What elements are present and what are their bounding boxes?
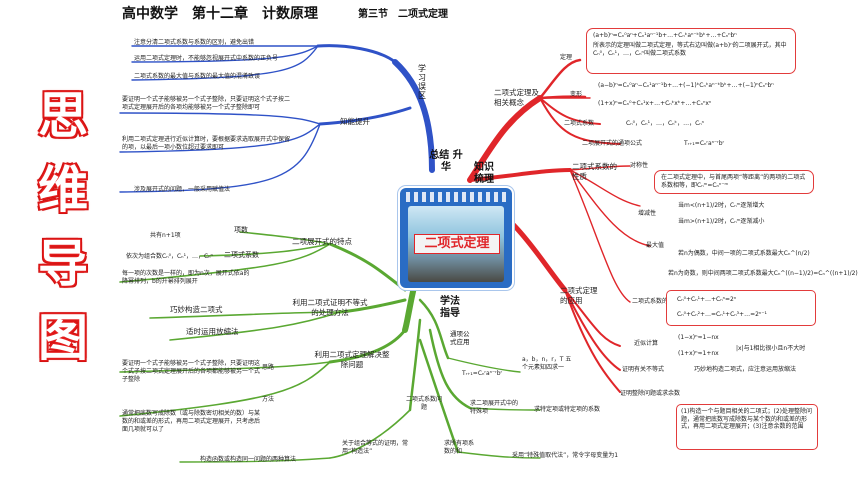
page-title: 高中数学 第十二章 计数原理: [122, 6, 318, 22]
var-formula-1: (a−b)ⁿ=Cₙ⁰aⁿ−Cₙ¹aⁿ⁻¹b+…+(−1)ᵏCₙᵏaⁿ⁻ᵏbᵏ+……: [598, 82, 774, 89]
label-way: 方法: [262, 396, 275, 403]
label-div: 证明有关不等式: [622, 366, 665, 373]
var-formula-2: (1+x)ⁿ=Cₙ⁰+Cₙ¹x+…+Cₙᵏxᵏ+…+Cₙⁿxⁿ: [598, 100, 712, 107]
ineq-1: 巧妙构造二项式: [170, 305, 223, 314]
approx-cond: |x|与1相比很小且n不大时: [736, 345, 806, 352]
topic-def: 二项式定理及相关概念: [494, 88, 539, 107]
mono-2: 当m>(n+1)/2时，Cₙᵐ逐渐减小: [678, 218, 765, 225]
max-odd: 若n为奇数，则中间两项二项式系数最大Cₙ^((n−1)/2)=Cₙ^((n+1)…: [668, 270, 858, 277]
label-misunderstand: 学习误区: [418, 64, 426, 100]
five-text: a，b，n，r，T 五个元素知四求一: [522, 356, 572, 371]
rem-list: (1)构造一个与题目相关的二项式；(2)处理整除问题，通常把底数写成除数与某个数…: [681, 408, 812, 431]
idea-text: 要证明一个式子能够被另一个式子整除，只要证明这个式子按二项式定理展开后的各项都能…: [122, 360, 261, 383]
topic-prop: 二项式系数的性质: [572, 162, 617, 181]
terms-text: 共有n+1项: [150, 232, 181, 239]
card-label: 二项式定理: [414, 234, 500, 254]
blue-to-misunderstand: [316, 44, 397, 64]
max-even: 若n为偶数，中间一项的二项式系数最大Cₙ^(n/2): [678, 250, 810, 257]
label-max: 最大值: [646, 242, 665, 249]
order-text: 每一项的次数是一样的，即为n次，展开式依a的降幂排列，b的升幂排列展开: [122, 270, 250, 285]
label-special: 求二项展开式中的特殊项: [470, 400, 519, 415]
label-sum: 二项式系数的和: [632, 298, 675, 305]
label-idea: 思路: [262, 364, 275, 371]
label-approx: 近似计算: [634, 340, 659, 347]
blue-to-improve: [318, 106, 412, 126]
label-coef-method: 二项式系数: [224, 251, 259, 259]
sym-text: 在二项式定理中，与首尾两项“等距离”的两项的二项式系数相等，即Cₙᵐ=Cₙⁿ⁻ᵐ: [661, 174, 806, 189]
sum-box: Cₙ⁰+Cₙ¹+…+Cₙⁿ=2ⁿ Cₙ⁰+Cₙ²+…=Cₙ¹+Cₙ³+…=2ⁿ⁻…: [666, 290, 816, 326]
label-comb: 关于组合等式的证明，常用“构造法”: [342, 440, 409, 455]
topic-div: 利用二项式定理解决整除问题: [314, 350, 390, 369]
label-terms: 项数: [234, 226, 248, 234]
red-trunk: [467, 95, 543, 183]
label-rem: 证明整除问题或求余数: [620, 390, 681, 397]
sum-1: Cₙ⁰+Cₙ¹+…+Cₙⁿ=2ⁿ: [677, 296, 737, 303]
label-improve: 知能提升: [340, 117, 370, 126]
section-title: 第三节 二项式定理: [358, 9, 448, 20]
label-mono: 增减性: [638, 210, 657, 217]
note-misunderstand-2: 运用二项式定理时，不能够忽视展开式中系数的正负号: [134, 55, 279, 62]
note-improve-3: 涉及展开式的问题，一般采用赋值法: [134, 186, 231, 193]
label-general: 二项展开式的通项公式: [582, 140, 643, 147]
topic-app: 二项式定理的应用: [560, 286, 598, 305]
sum-2: Cₙ⁰+Cₙ²+…=Cₙ¹+Cₙ³+…=2ⁿ⁻¹: [677, 311, 767, 318]
label-general-app: 通项公式应用: [450, 330, 470, 346]
coef-value: Cₙ⁰，Cₙ¹，…，Cₙᵏ，…，Cₙⁿ: [626, 120, 705, 127]
center-card: 二项式定理: [400, 188, 512, 288]
label-coef: 二项式系数: [564, 120, 595, 127]
sym-box: 在二项式定理中，与首尾两项“等距离”的两项的二项式系数相等，即Cₙᵐ=Cₙⁿ⁻ᵐ: [654, 170, 814, 194]
method-branches: [119, 231, 541, 463]
special-text: 求特定项或特定项的系数: [534, 406, 601, 413]
summary-branches: [119, 44, 435, 193]
label-var: 变形: [570, 91, 583, 98]
label-sum-question: 求所有项系数的和: [444, 440, 475, 455]
rem-box: (1)构造一个与题目相关的二项式；(2)处理整除问题，通常把底数写成除数与某个数…: [676, 404, 818, 450]
hub-method: 学法 指导: [440, 296, 460, 319]
label-def: 定理: [560, 54, 573, 61]
side-title-char-2: 维: [38, 160, 88, 219]
topic-ineq: 利用二项式证明不等式的处理方法: [292, 298, 368, 317]
note-improve-2: 利用二项式定理进行近似计算时，要根据要求选取展开式中保留的项，以最后一项小数位超…: [122, 136, 291, 151]
hub-knowledge: 知识 梳理: [474, 162, 494, 185]
def-formula: (a+b)ⁿ=Cₙ⁰aⁿ+Cₙ¹aⁿ⁻¹b+…+Cₙᵏaⁿ⁻ᵏbᵏ+…+Cₙⁿb…: [593, 32, 737, 39]
blue-trunk: [392, 59, 435, 173]
approx-2: (1+x)ⁿ≈1+nx: [678, 350, 719, 357]
label-sym: 对称性: [630, 162, 649, 169]
ineq-2: 适时运用放缩法: [186, 327, 239, 336]
mono-1: 当m<(n+1)/2时，Cₙᵐ逐渐增大: [678, 202, 765, 209]
def-desc: 所表示的定理叫做二项式定理，等式右边叫做(a+b)ⁿ的二项展开式，其中Cₙ⁰，C…: [593, 42, 787, 57]
note-improve-1: 要证明一个式子能够被另一个式子整除，只要证明这个式子按二项式定理展开后的各项均能…: [122, 96, 291, 111]
way-text: 通常把底数写成除数（或与除数密切相关的数）与某数的和或差的形式，再用二项式定理展…: [122, 410, 261, 433]
side-title-char-4: 图: [38, 308, 88, 367]
comb-text: 构造函数或构造同一问题的两种算法: [200, 456, 297, 463]
side-title-char-3: 导: [38, 234, 88, 293]
note-misunderstand-1: 注意分清二项式系数与系数的区别，避免出错: [134, 39, 255, 46]
div-text: 巧妙地构造二项式，应注意运用放缩法: [694, 366, 797, 373]
def-box: (a+b)ⁿ=Cₙ⁰aⁿ+Cₙ¹aⁿ⁻¹b+…+Cₙᵏaⁿ⁻ᵏbᵏ+…+Cₙⁿb…: [586, 28, 796, 74]
label-coef-problem: 二项式系数问题: [405, 396, 442, 411]
sum-question-text: 采用“特殊值取代法”，常令字母变量为1: [512, 452, 619, 459]
coef-text: 依次为组合数Cₙ⁰，Cₙ¹，…，Cₙⁿ: [126, 253, 213, 260]
hub-summary: 总结 升华: [429, 150, 463, 173]
card-rings: [406, 192, 506, 202]
note-misunderstand-3: 二项式系数的最大值与系数的最大值的混淆致误: [134, 73, 261, 80]
side-title-char-1: 思: [38, 86, 88, 145]
topic-feature: 二项展开式的特点: [292, 237, 352, 246]
general-formula: Tᵣ₊₁=Cₙʳaⁿ⁻ʳbʳ: [684, 140, 725, 147]
method-general-formula: Tᵣ₊₁=Cₙʳaⁿ⁻ʳbʳ: [462, 370, 503, 377]
approx-1: (1−x)ⁿ≈1−nx: [678, 334, 719, 341]
